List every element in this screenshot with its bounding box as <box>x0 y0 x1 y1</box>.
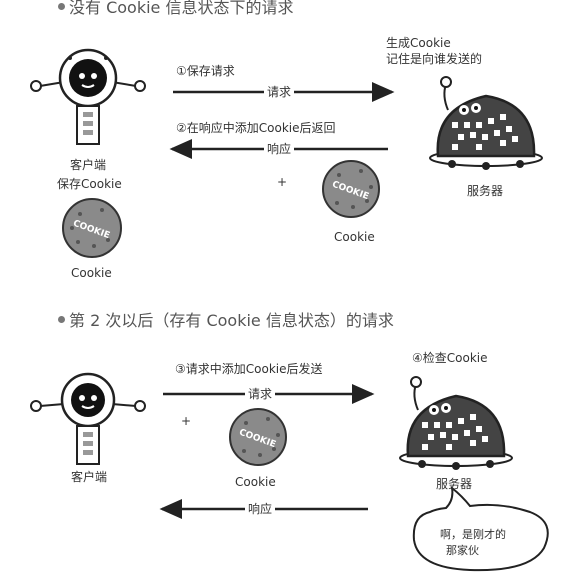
client-cookie-icon: COOKIE <box>62 198 122 258</box>
response-arrow-label-1: 响应 <box>264 142 295 156</box>
request-arrow-label-1: 请求 <box>264 85 295 99</box>
server2-label: 服务器 <box>436 477 473 491</box>
response-arrow-label-2: 响应 <box>245 502 276 516</box>
client2-label: 客户端 <box>71 470 108 484</box>
step4-label: ④检查Cookie <box>412 351 488 365</box>
speech-line2: 那家伙 <box>446 544 479 557</box>
response-cookie-caption: Cookie <box>334 230 375 244</box>
section2-heading-text: 第 2 次以后（存有 Cookie 信息状态）的请求 <box>69 311 394 330</box>
section1-heading: 没有 Cookie 信息状态下的请求 <box>58 0 293 17</box>
section1-heading-text: 没有 Cookie 信息状态下的请求 <box>69 0 294 17</box>
section2-heading: 第 2 次以后（存有 Cookie 信息状态）的请求 <box>58 312 394 330</box>
request-cookie-icon: COOKIE <box>229 408 287 466</box>
server-note-line1: 生成Cookie <box>386 36 451 50</box>
step1-label: ①保存请求 <box>176 64 235 78</box>
server-icon <box>429 76 543 170</box>
response-cookie-icon: COOKIE <box>322 160 380 218</box>
client1-label: 客户端 <box>70 158 107 172</box>
server1-label: 服务器 <box>467 184 504 198</box>
cookie2-caption: Cookie <box>235 475 276 489</box>
bullet-icon <box>58 316 65 323</box>
speech-line1: 啊，是刚才的 <box>440 528 506 541</box>
step2-label: ②在响应中添加Cookie后返回 <box>176 121 336 135</box>
client-robot-icon <box>30 48 146 145</box>
client1-sublabel: 保存Cookie <box>57 177 122 191</box>
request-arrow-label-2: 请求 <box>245 387 276 401</box>
bullet-icon <box>58 3 65 10</box>
plus-sign-2: + <box>181 414 192 428</box>
step3-label: ③请求中添加Cookie后发送 <box>175 362 323 376</box>
plus-sign-1: + <box>277 175 288 189</box>
server-note-line2: 记住是向谁发送的 <box>386 52 483 66</box>
server-icon <box>399 376 513 470</box>
speech-bubble <box>412 485 549 572</box>
client-robot-icon <box>30 372 146 465</box>
client1-cookie-caption: Cookie <box>71 266 112 280</box>
